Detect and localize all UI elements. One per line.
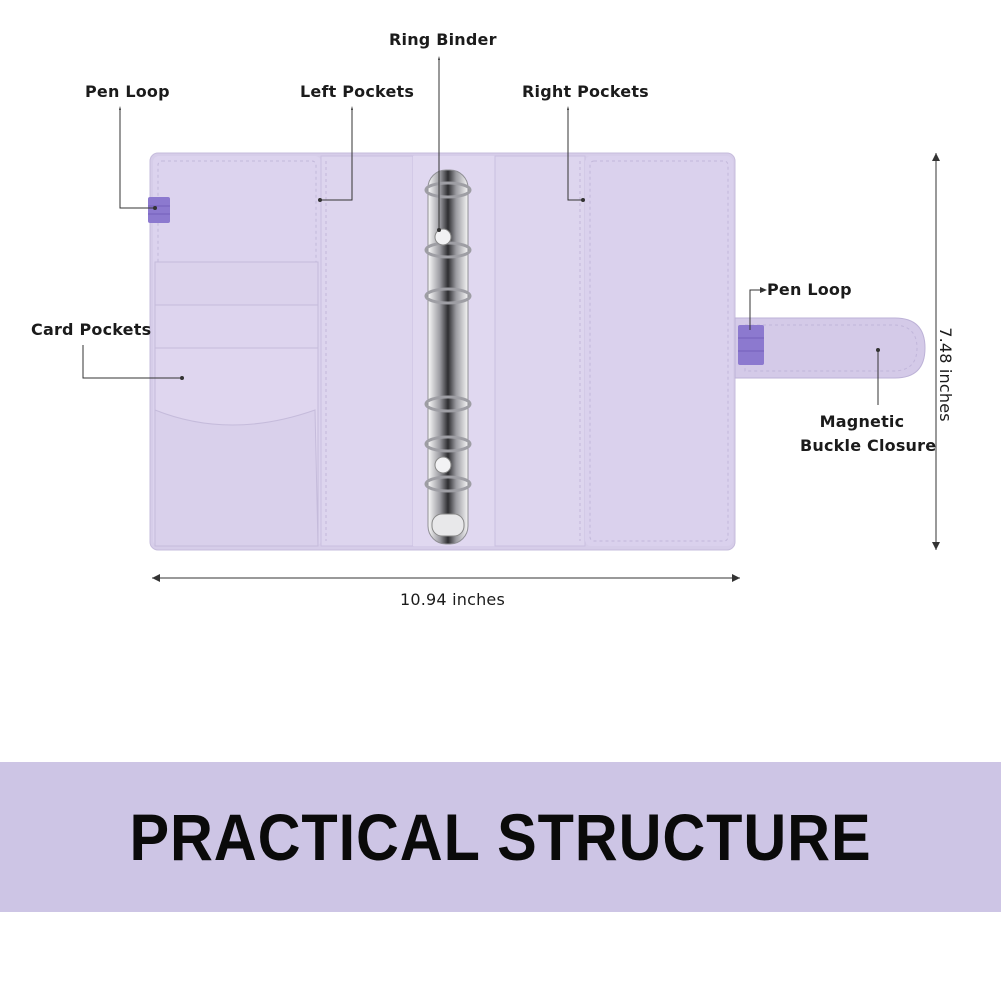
label-pen-loop-right: Pen Loop (767, 280, 852, 299)
label-ring-binder: Ring Binder (389, 30, 497, 49)
label-pen-loop-left: Pen Loop (85, 82, 170, 101)
left-pocket-panel (320, 155, 414, 547)
right-panel (585, 156, 733, 546)
pen-loop-right-shape (738, 325, 764, 365)
banner-title: PRACTICAL STRUCTURE (129, 800, 872, 874)
dimension-height: 7.48 inches (935, 327, 955, 422)
label-card-pockets: Card Pockets (31, 320, 152, 339)
pen-loop-left-shape (148, 197, 170, 223)
label-left-pockets: Left Pockets (300, 82, 415, 101)
binder-illustration (82, 56, 940, 582)
label-magnetic-line1: Magnetic (819, 412, 905, 431)
right-pocket-panel (494, 155, 586, 547)
dimension-width: 10.94 inches (400, 590, 505, 609)
label-magnetic-buckle: Magnetic Buckle Closure (800, 410, 937, 458)
title-banner: PRACTICAL STRUCTURE (0, 762, 1001, 912)
card-pockets (154, 261, 319, 547)
label-magnetic-line2: Buckle Closure (800, 436, 937, 455)
label-right-pockets: Right Pockets (522, 82, 649, 101)
